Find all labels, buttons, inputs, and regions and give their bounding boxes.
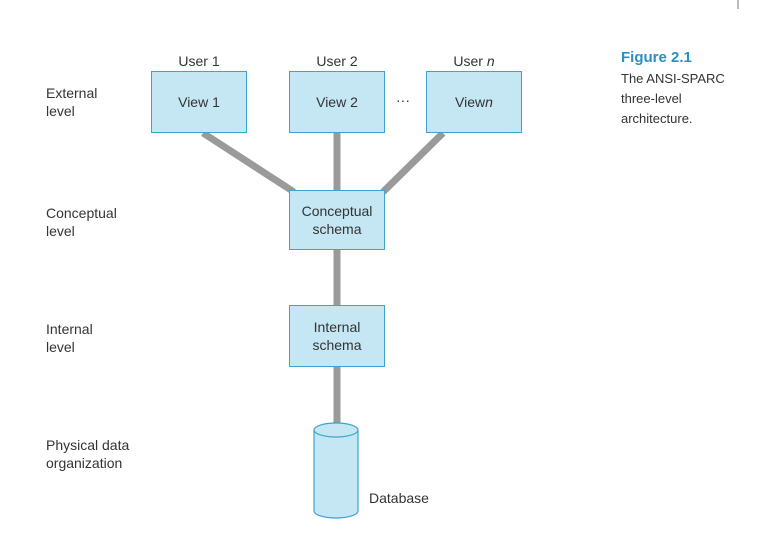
external-level-label: External level xyxy=(46,85,98,119)
view-n-variable: n xyxy=(485,94,493,110)
connector-viewn-conceptual xyxy=(380,130,446,195)
internal-schema-box: Internal schema xyxy=(289,305,385,367)
conceptual-level-label: Conceptual level xyxy=(46,205,117,239)
view-2-box: View 2 xyxy=(289,71,385,133)
database-label: Database xyxy=(369,490,429,506)
internal-level-label: Internal level xyxy=(46,321,93,355)
views-ellipsis: ··· xyxy=(396,92,410,108)
view-1-box: View 1 xyxy=(151,71,247,133)
user-1-label: User 1 xyxy=(178,53,220,69)
physical-level-label: Physical data organization xyxy=(46,437,130,471)
database-cylinder-icon xyxy=(313,422,359,519)
figure-caption: The ANSI-SPARC three-level architecture. xyxy=(621,71,725,126)
user-2-label: User 2 xyxy=(316,53,358,69)
user-n-variable: n xyxy=(486,53,495,69)
connector-view1-conceptual xyxy=(201,130,296,195)
figure-title: Figure 2.1 xyxy=(621,49,692,66)
user-n-prefix: User xyxy=(453,53,487,69)
conceptual-schema-box: Conceptual schema xyxy=(289,190,385,250)
view-n-prefix: View xyxy=(455,94,486,110)
view-n-box: View n xyxy=(426,71,522,133)
user-n-label: User n xyxy=(426,52,522,70)
